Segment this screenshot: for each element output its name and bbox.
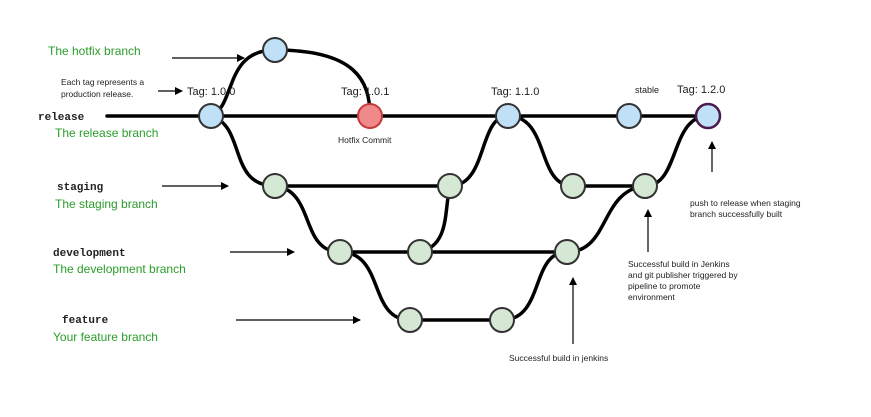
tag-stable: stable bbox=[635, 85, 659, 95]
jenkins-dev-note: Successful build in jenkins bbox=[509, 353, 608, 363]
hotfix-commit-node bbox=[357, 103, 383, 129]
staging-branch-name: staging bbox=[57, 182, 103, 194]
release-node-1-0-0 bbox=[198, 103, 224, 129]
release-node-1-2-0 bbox=[694, 102, 722, 130]
staging-to-release-line-1 bbox=[448, 114, 510, 188]
staging-node-3 bbox=[560, 173, 586, 199]
release-branch-description: The release branch bbox=[55, 126, 158, 140]
staging-node-4 bbox=[632, 173, 658, 199]
tag-1-0-0: Tag: 1.0.0 bbox=[187, 86, 235, 98]
push-release-note-line-2: branch successfully built bbox=[690, 209, 783, 219]
release-node-stable bbox=[616, 103, 642, 129]
staging-node-2 bbox=[437, 173, 463, 199]
development-node-2 bbox=[407, 239, 433, 265]
tag-1-1-0: Tag: 1.1.0 bbox=[491, 86, 539, 98]
development-branch-description: The development branch bbox=[53, 262, 186, 276]
development-branch-name: development bbox=[53, 248, 126, 260]
feature-branch-name: feature bbox=[62, 315, 109, 327]
staging-node-1 bbox=[262, 173, 288, 199]
push-release-note-line-1: push to release when staging bbox=[690, 198, 801, 208]
feature-branch-description: Your feature branch bbox=[53, 330, 158, 344]
hotfix-commit-label: Hotfix Commit bbox=[338, 135, 392, 145]
staging-to-release-line-2 bbox=[643, 114, 710, 188]
feature-node-1 bbox=[397, 307, 423, 333]
staging-branch-description: The staging branch bbox=[55, 197, 158, 211]
hotfix-branch-line bbox=[209, 48, 372, 118]
release-to-staging-line-2 bbox=[506, 114, 575, 188]
tag-note-line-1: Each tag represents a bbox=[61, 77, 144, 87]
jenkins-staging-note-line-2: and git publisher triggered by bbox=[628, 270, 738, 280]
tag-1-2-0: Tag: 1.2.0 bbox=[677, 84, 725, 96]
release-branch-name: release bbox=[38, 112, 85, 124]
staging-to-development-line bbox=[273, 184, 342, 254]
release-node-1-1-0 bbox=[495, 103, 521, 129]
feature-to-development-line bbox=[500, 250, 569, 322]
development-node-3 bbox=[554, 239, 580, 265]
jenkins-staging-note-line-3: pipeline to promote bbox=[628, 281, 701, 291]
tag-note-line-2: production release. bbox=[61, 89, 133, 99]
release-to-staging-line bbox=[209, 114, 277, 188]
hotfix-branch-description: The hotfix branch bbox=[48, 44, 141, 58]
jenkins-staging-note-line-4: environment bbox=[628, 292, 675, 302]
hotfix-node bbox=[262, 37, 288, 63]
feature-node-2 bbox=[489, 307, 515, 333]
tag-1-0-1: Tag: 1.0.1 bbox=[341, 86, 389, 98]
development-to-feature-line bbox=[338, 250, 412, 322]
development-node-1 bbox=[327, 239, 353, 265]
jenkins-staging-note-line-1: Successful build in Jenkins bbox=[628, 259, 730, 269]
